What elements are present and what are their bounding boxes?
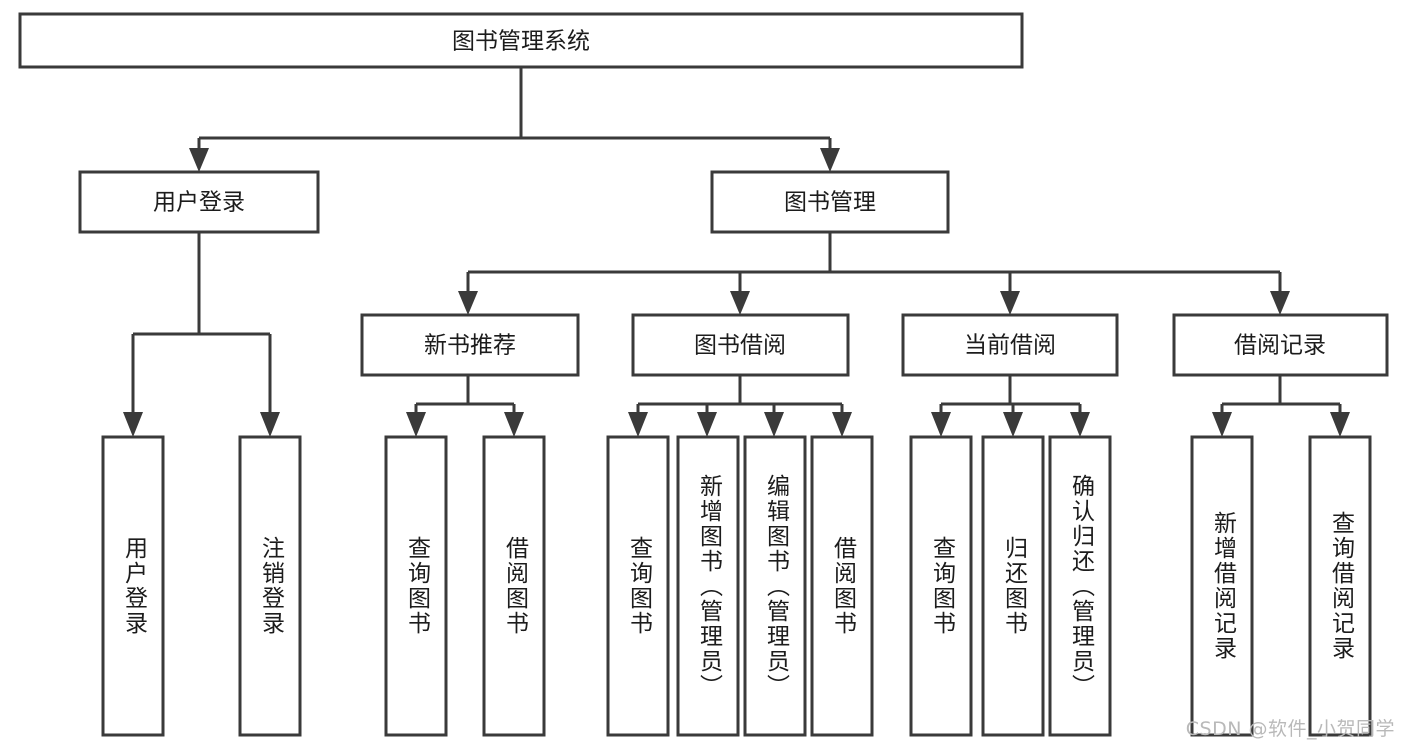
arrowhead-leaf-query-book-cb xyxy=(931,412,951,437)
node-box-book-manage[interactable] xyxy=(710,170,950,234)
node-label-user-login: 用户登录 xyxy=(153,190,245,216)
node-box-leaf-query-book-rec[interactable] xyxy=(384,435,448,737)
arrowhead-leaf-query-book-bb xyxy=(628,412,648,437)
arrowhead-leaf-borrow-book-rec xyxy=(504,412,524,437)
arrowhead-leaf-edit-book xyxy=(764,412,784,437)
node-label-current-borrow: 当前借阅 xyxy=(964,333,1056,359)
arrowhead-leaf-confirm-return xyxy=(1070,412,1090,437)
arrowhead-leaf-query-record xyxy=(1330,412,1350,437)
node-label-borrow-record: 借阅记录 xyxy=(1234,333,1326,359)
connector-layer xyxy=(123,67,1350,437)
node-label-root: 图书管理系统 xyxy=(452,29,590,55)
node-box-book-borrow[interactable] xyxy=(631,313,850,377)
node-box-leaf-borrow-book-bb[interactable] xyxy=(810,435,874,737)
node-box-leaf-return-book[interactable] xyxy=(981,435,1045,737)
node-box-leaf-query-record[interactable] xyxy=(1308,435,1372,737)
node-box-leaf-borrow-book-rec[interactable] xyxy=(482,435,546,737)
arrowhead-user-login xyxy=(189,148,209,172)
arrowhead-leaf-user-logout xyxy=(260,412,280,437)
node-label-new-book-rec: 新书推荐 xyxy=(424,333,516,359)
node-box-leaf-add-record[interactable] xyxy=(1190,435,1254,737)
csdn-watermark: CSDN @软件_小贺同学 xyxy=(1185,718,1395,740)
arrowhead-leaf-user-login xyxy=(123,412,143,437)
node-box-leaf-add-book[interactable] xyxy=(676,435,740,737)
arrowhead-leaf-add-record xyxy=(1212,412,1232,437)
arrowhead-leaf-query-book-rec xyxy=(406,412,426,437)
arrowhead-leaf-add-book xyxy=(697,412,717,437)
node-box-user-login[interactable] xyxy=(78,170,320,234)
node-box-current-borrow[interactable] xyxy=(901,313,1119,377)
arrowhead-new-book-rec xyxy=(458,291,478,315)
node-box-leaf-query-book-cb[interactable] xyxy=(909,435,973,737)
node-label-book-manage: 图书管理 xyxy=(784,190,876,216)
arrowhead-book-borrow xyxy=(730,291,750,315)
node-box-leaf-confirm-return[interactable] xyxy=(1048,435,1112,737)
arrowhead-book-manage xyxy=(820,148,840,172)
node-box-leaf-user-login[interactable] xyxy=(101,435,165,737)
node-box-leaf-edit-book[interactable] xyxy=(743,435,807,737)
node-label-book-borrow: 图书借阅 xyxy=(694,333,786,359)
node-box-leaf-user-logout[interactable] xyxy=(238,435,302,737)
arrowhead-leaf-borrow-book-bb xyxy=(832,412,852,437)
node-box-leaf-query-book-bb[interactable] xyxy=(606,435,670,737)
node-box-root[interactable] xyxy=(18,12,1024,69)
arrowhead-borrow-record xyxy=(1270,291,1290,315)
node-layer: 图书管理系统 用户登录 图书管理 新书推荐 图书借阅 当前借阅 借阅记录 xyxy=(18,12,1389,737)
node-box-new-book-rec[interactable] xyxy=(360,313,580,377)
node-box-borrow-record[interactable] xyxy=(1172,313,1389,377)
arrowhead-leaf-return-book xyxy=(1003,412,1023,437)
arrowhead-current-borrow xyxy=(1000,291,1020,315)
